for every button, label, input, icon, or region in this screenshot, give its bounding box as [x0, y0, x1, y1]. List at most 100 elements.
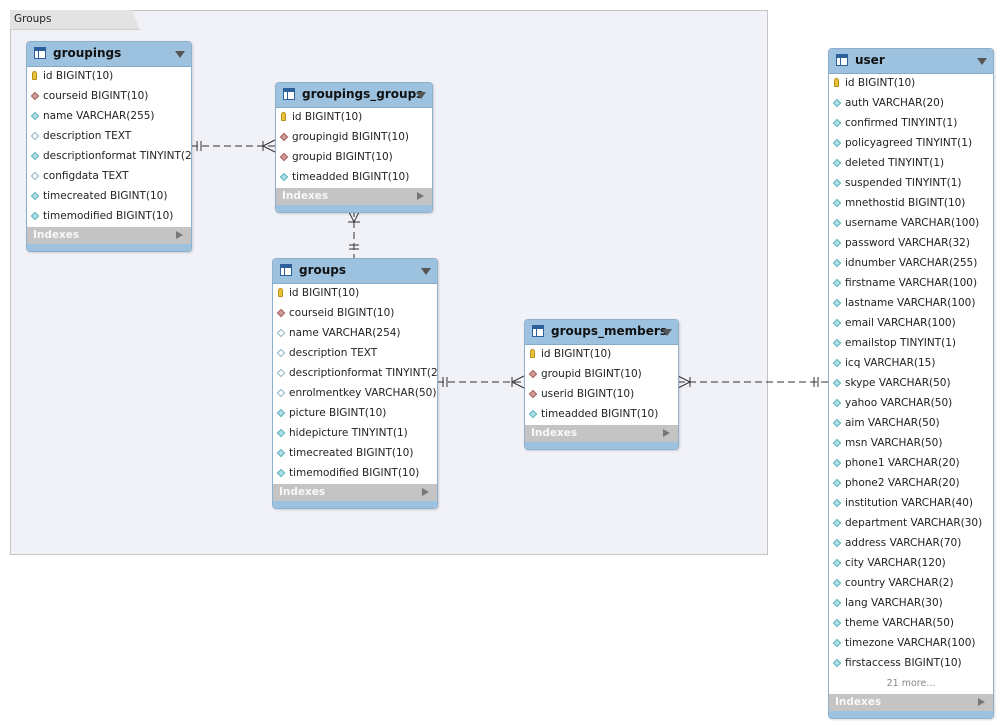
- expand-arrow-icon[interactable]: [422, 488, 429, 496]
- column-row[interactable]: yahoo VARCHAR(50): [829, 394, 993, 414]
- column-row[interactable]: auth VARCHAR(20): [829, 94, 993, 114]
- column-row[interactable]: groupid BIGINT(10): [276, 148, 432, 168]
- column-row[interactable]: name VARCHAR(255): [27, 107, 191, 127]
- column-row[interactable]: lang VARCHAR(30): [829, 594, 993, 614]
- column-icon: [832, 398, 842, 408]
- column-row[interactable]: timeadded BIGINT(10): [525, 405, 678, 425]
- column-row[interactable]: configdata TEXT: [27, 167, 191, 187]
- column-row[interactable]: icq VARCHAR(15): [829, 354, 993, 374]
- column-row[interactable]: groupingid BIGINT(10): [276, 128, 432, 148]
- column-row[interactable]: aim VARCHAR(50): [829, 414, 993, 434]
- column-label: password VARCHAR(32): [845, 237, 970, 249]
- link-groups-groupings-groups[interactable]: [347, 209, 361, 259]
- column-row[interactable]: country VARCHAR(2): [829, 574, 993, 594]
- column-row[interactable]: deleted TINYINT(1): [829, 154, 993, 174]
- link-groupings-groupings-groups[interactable]: [191, 139, 276, 153]
- column-row[interactable]: phone1 VARCHAR(20): [829, 454, 993, 474]
- column-row[interactable]: theme VARCHAR(50): [829, 614, 993, 634]
- indexes-section[interactable]: Indexes: [27, 227, 191, 244]
- expand-arrow-icon[interactable]: [417, 192, 424, 200]
- indexes-section[interactable]: Indexes: [829, 694, 993, 711]
- column-row[interactable]: address VARCHAR(70): [829, 534, 993, 554]
- column-label: id BIGINT(10): [541, 348, 612, 360]
- entity-header[interactable]: groups: [273, 259, 437, 284]
- column-row[interactable]: email VARCHAR(100): [829, 314, 993, 334]
- column-row[interactable]: timecreated BIGINT(10): [27, 187, 191, 207]
- link-user-groups-members[interactable]: [677, 375, 828, 389]
- column-row[interactable]: emailstop TINYINT(1): [829, 334, 993, 354]
- column-row[interactable]: id BIGINT(10): [273, 284, 437, 304]
- column-row[interactable]: userid BIGINT(10): [525, 385, 678, 405]
- column-row[interactable]: description TEXT: [273, 344, 437, 364]
- column-row[interactable]: department VARCHAR(30): [829, 514, 993, 534]
- column-row[interactable]: policyagreed TINYINT(1): [829, 134, 993, 154]
- column-row[interactable]: picture BIGINT(10): [273, 404, 437, 424]
- entity-header[interactable]: groupings_groups: [276, 83, 432, 108]
- column-row[interactable]: username VARCHAR(100): [829, 214, 993, 234]
- column-row[interactable]: skype VARCHAR(50): [829, 374, 993, 394]
- column-row[interactable]: descriptionformat TINYINT(2): [27, 147, 191, 167]
- column-row[interactable]: groupid BIGINT(10): [525, 365, 678, 385]
- entity-header[interactable]: groupings: [27, 42, 191, 67]
- collapse-triangle-icon[interactable]: [662, 329, 672, 336]
- column-row[interactable]: firstname VARCHAR(100): [829, 274, 993, 294]
- column-row[interactable]: confirmed TINYINT(1): [829, 114, 993, 134]
- column-row[interactable]: timeadded BIGINT(10): [276, 168, 432, 188]
- column-row[interactable]: enrolmentkey VARCHAR(50): [273, 384, 437, 404]
- column-row[interactable]: timecreated BIGINT(10): [273, 444, 437, 464]
- expand-arrow-icon[interactable]: [176, 231, 183, 239]
- indexes-section[interactable]: Indexes: [525, 425, 678, 442]
- entity-footer: [27, 244, 191, 251]
- expand-arrow-icon[interactable]: [663, 429, 670, 437]
- collapse-triangle-icon[interactable]: [175, 51, 185, 58]
- column-row[interactable]: descriptionformat TINYINT(2): [273, 364, 437, 384]
- column-row[interactable]: city VARCHAR(120): [829, 554, 993, 574]
- collapse-triangle-icon[interactable]: [977, 58, 987, 65]
- link-groups-groups-members[interactable]: [437, 375, 525, 389]
- indexes-section[interactable]: Indexes: [276, 188, 432, 205]
- column-row[interactable]: hidepicture TINYINT(1): [273, 424, 437, 444]
- column-row[interactable]: mnethostid BIGINT(10): [829, 194, 993, 214]
- column-row[interactable]: suspended TINYINT(1): [829, 174, 993, 194]
- column-row[interactable]: id BIGINT(10): [525, 345, 678, 365]
- foreign-key-icon: [276, 308, 286, 318]
- column-row[interactable]: id BIGINT(10): [27, 67, 191, 87]
- column-row[interactable]: password VARCHAR(32): [829, 234, 993, 254]
- column-row[interactable]: timemodified BIGINT(10): [273, 464, 437, 484]
- table-icon: [532, 325, 544, 337]
- column-row[interactable]: institution VARCHAR(40): [829, 494, 993, 514]
- column-label: confirmed TINYINT(1): [845, 117, 958, 129]
- column-row[interactable]: id BIGINT(10): [276, 108, 432, 128]
- column-row[interactable]: timezone VARCHAR(100): [829, 634, 993, 654]
- indexes-section[interactable]: Indexes: [273, 484, 437, 501]
- expand-arrow-icon[interactable]: [978, 698, 985, 706]
- column-row[interactable]: timemodified BIGINT(10): [27, 207, 191, 227]
- more-columns-label[interactable]: 21 more...: [886, 678, 936, 689]
- entity-header[interactable]: groups_members: [525, 320, 678, 345]
- column-row[interactable]: id BIGINT(10): [829, 74, 993, 94]
- column-row[interactable]: name VARCHAR(254): [273, 324, 437, 344]
- entity-footer: [273, 501, 437, 508]
- column-icon: [279, 172, 289, 182]
- nullable-column-icon: [276, 368, 286, 378]
- entity-footer: [829, 711, 993, 718]
- column-row[interactable]: lastname VARCHAR(100): [829, 294, 993, 314]
- column-row[interactable]: description TEXT: [27, 127, 191, 147]
- column-label: descriptionformat TINYINT(2): [289, 367, 438, 379]
- column-row[interactable]: courseid BIGINT(10): [273, 304, 437, 324]
- column-row[interactable]: courseid BIGINT(10): [27, 87, 191, 107]
- collapse-triangle-icon[interactable]: [421, 268, 431, 275]
- column-row[interactable]: idnumber VARCHAR(255): [829, 254, 993, 274]
- column-row[interactable]: msn VARCHAR(50): [829, 434, 993, 454]
- collapse-triangle-icon[interactable]: [416, 92, 426, 99]
- entity-header[interactable]: user: [829, 49, 993, 74]
- nullable-column-icon: [276, 328, 286, 338]
- column-row[interactable]: firstaccess BIGINT(10): [829, 654, 993, 674]
- column-row[interactable]: phone2 VARCHAR(20): [829, 474, 993, 494]
- table-icon: [283, 88, 295, 100]
